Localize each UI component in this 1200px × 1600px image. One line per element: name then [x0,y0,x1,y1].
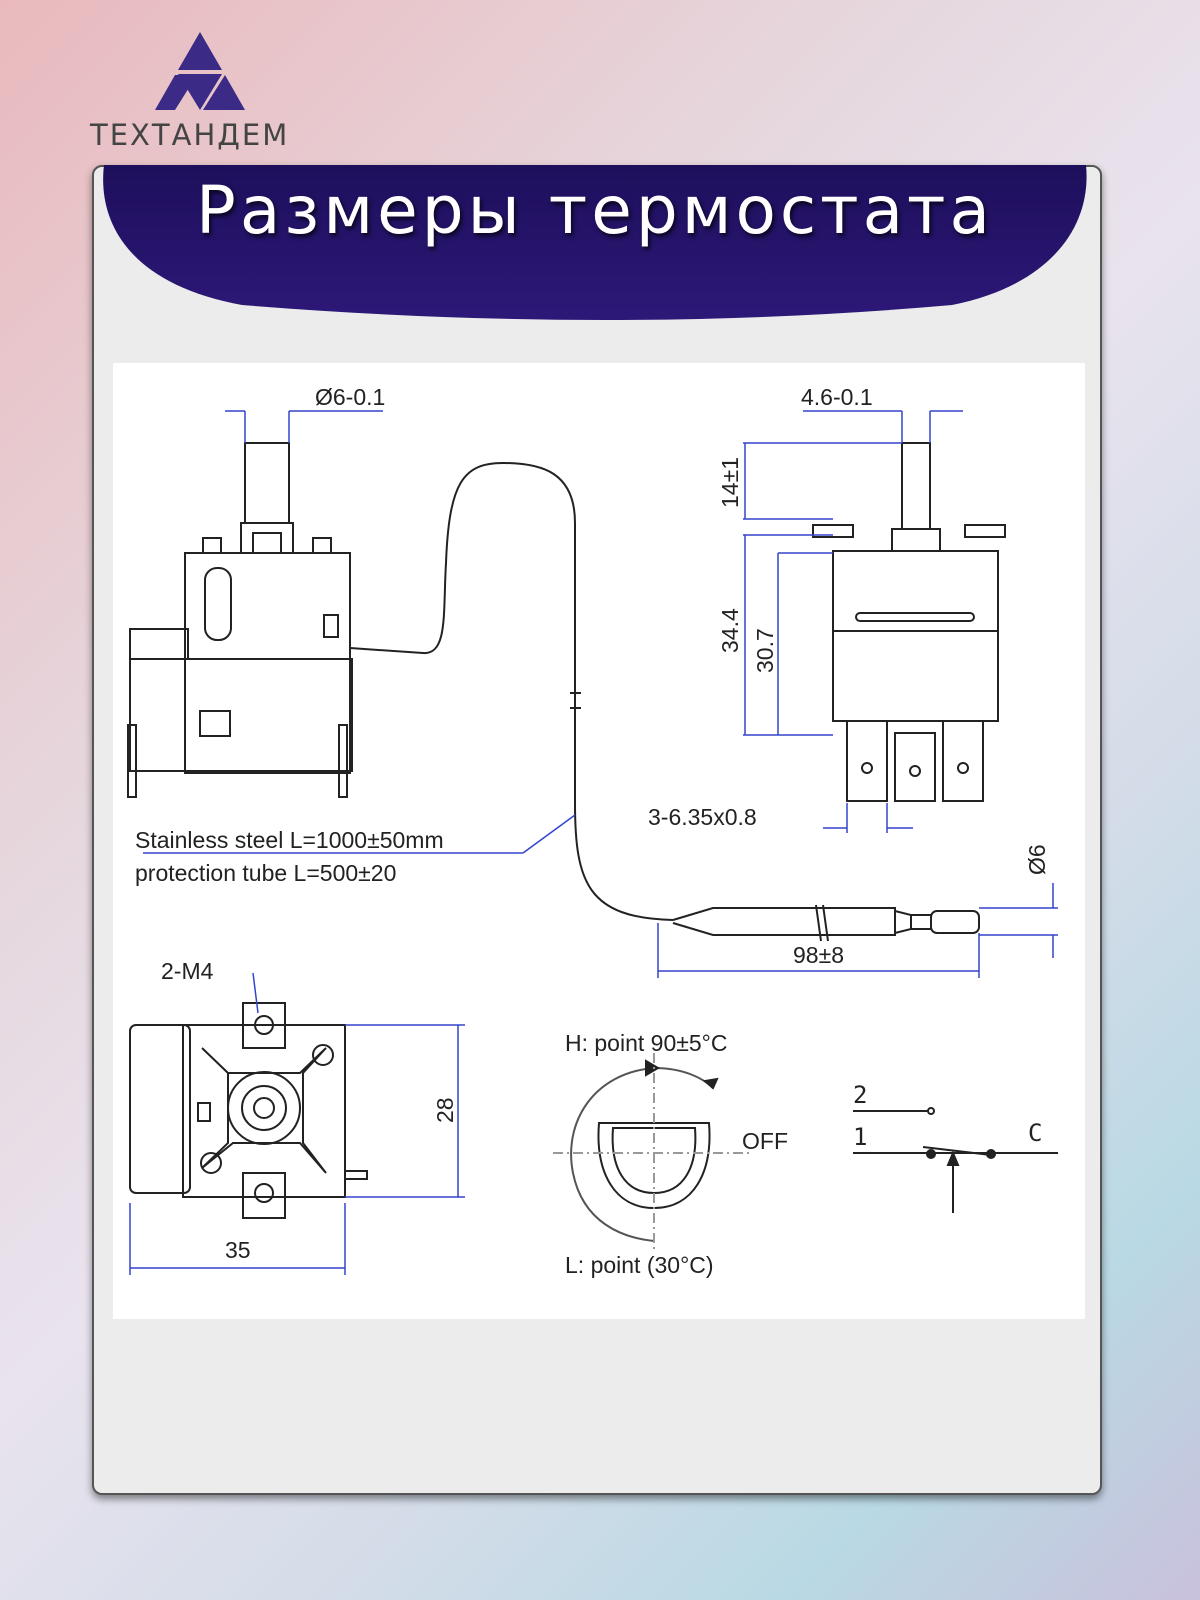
dial-low-label: L: point (30°C) [565,1252,714,1278]
front-view [812,442,1006,802]
dial-high-label: H: point 90±5°C [565,1030,727,1056]
bulb-length-label: 98±8 [793,942,844,968]
bottom-view [129,1002,368,1219]
brand-logo: ТЕХТАНДЕМ [90,30,330,160]
dial-diagram [553,1053,753,1253]
side-view [127,442,674,921]
brand-name: ТЕХТАНДЕМ [90,118,290,152]
switch-common-label: C [1028,1119,1042,1147]
bulb-probe [672,904,980,942]
side-shaft-diameter-label: Ø6-0.1 [315,384,385,410]
capillary-note-line1: Stainless steel L=1000±50mm [135,827,444,853]
header-ribbon [103,165,1087,320]
thermostat-drawing: Ø6-0.1 4.6-0.1 14±1 34.4 30.7 3-6.35x0.8… [113,363,1085,1319]
housing-height-label: 30.7 [752,628,778,673]
switch-pin1-label: 1 [853,1123,867,1151]
bottom-width-label: 35 [225,1237,251,1263]
triangle-logo-icon [155,32,245,110]
switch-schematic [853,1107,1058,1213]
page-title: Размеры термостата [196,172,994,249]
body-height-label: 34.4 [717,608,743,653]
terminal-spec-label: 3-6.35x0.8 [648,804,757,830]
capillary-note-line2: protection tube L=500±20 [135,860,396,886]
front-shaft-width-label: 4.6-0.1 [801,384,873,410]
switch-pin2-label: 2 [853,1081,867,1109]
shaft-height-label: 14±1 [717,457,743,508]
bottom-height-label: 28 [432,1097,458,1123]
dial-off-label: OFF [742,1128,788,1154]
bulb-diameter-label: Ø6 [1024,844,1050,875]
mount-label: 2-M4 [161,958,214,984]
